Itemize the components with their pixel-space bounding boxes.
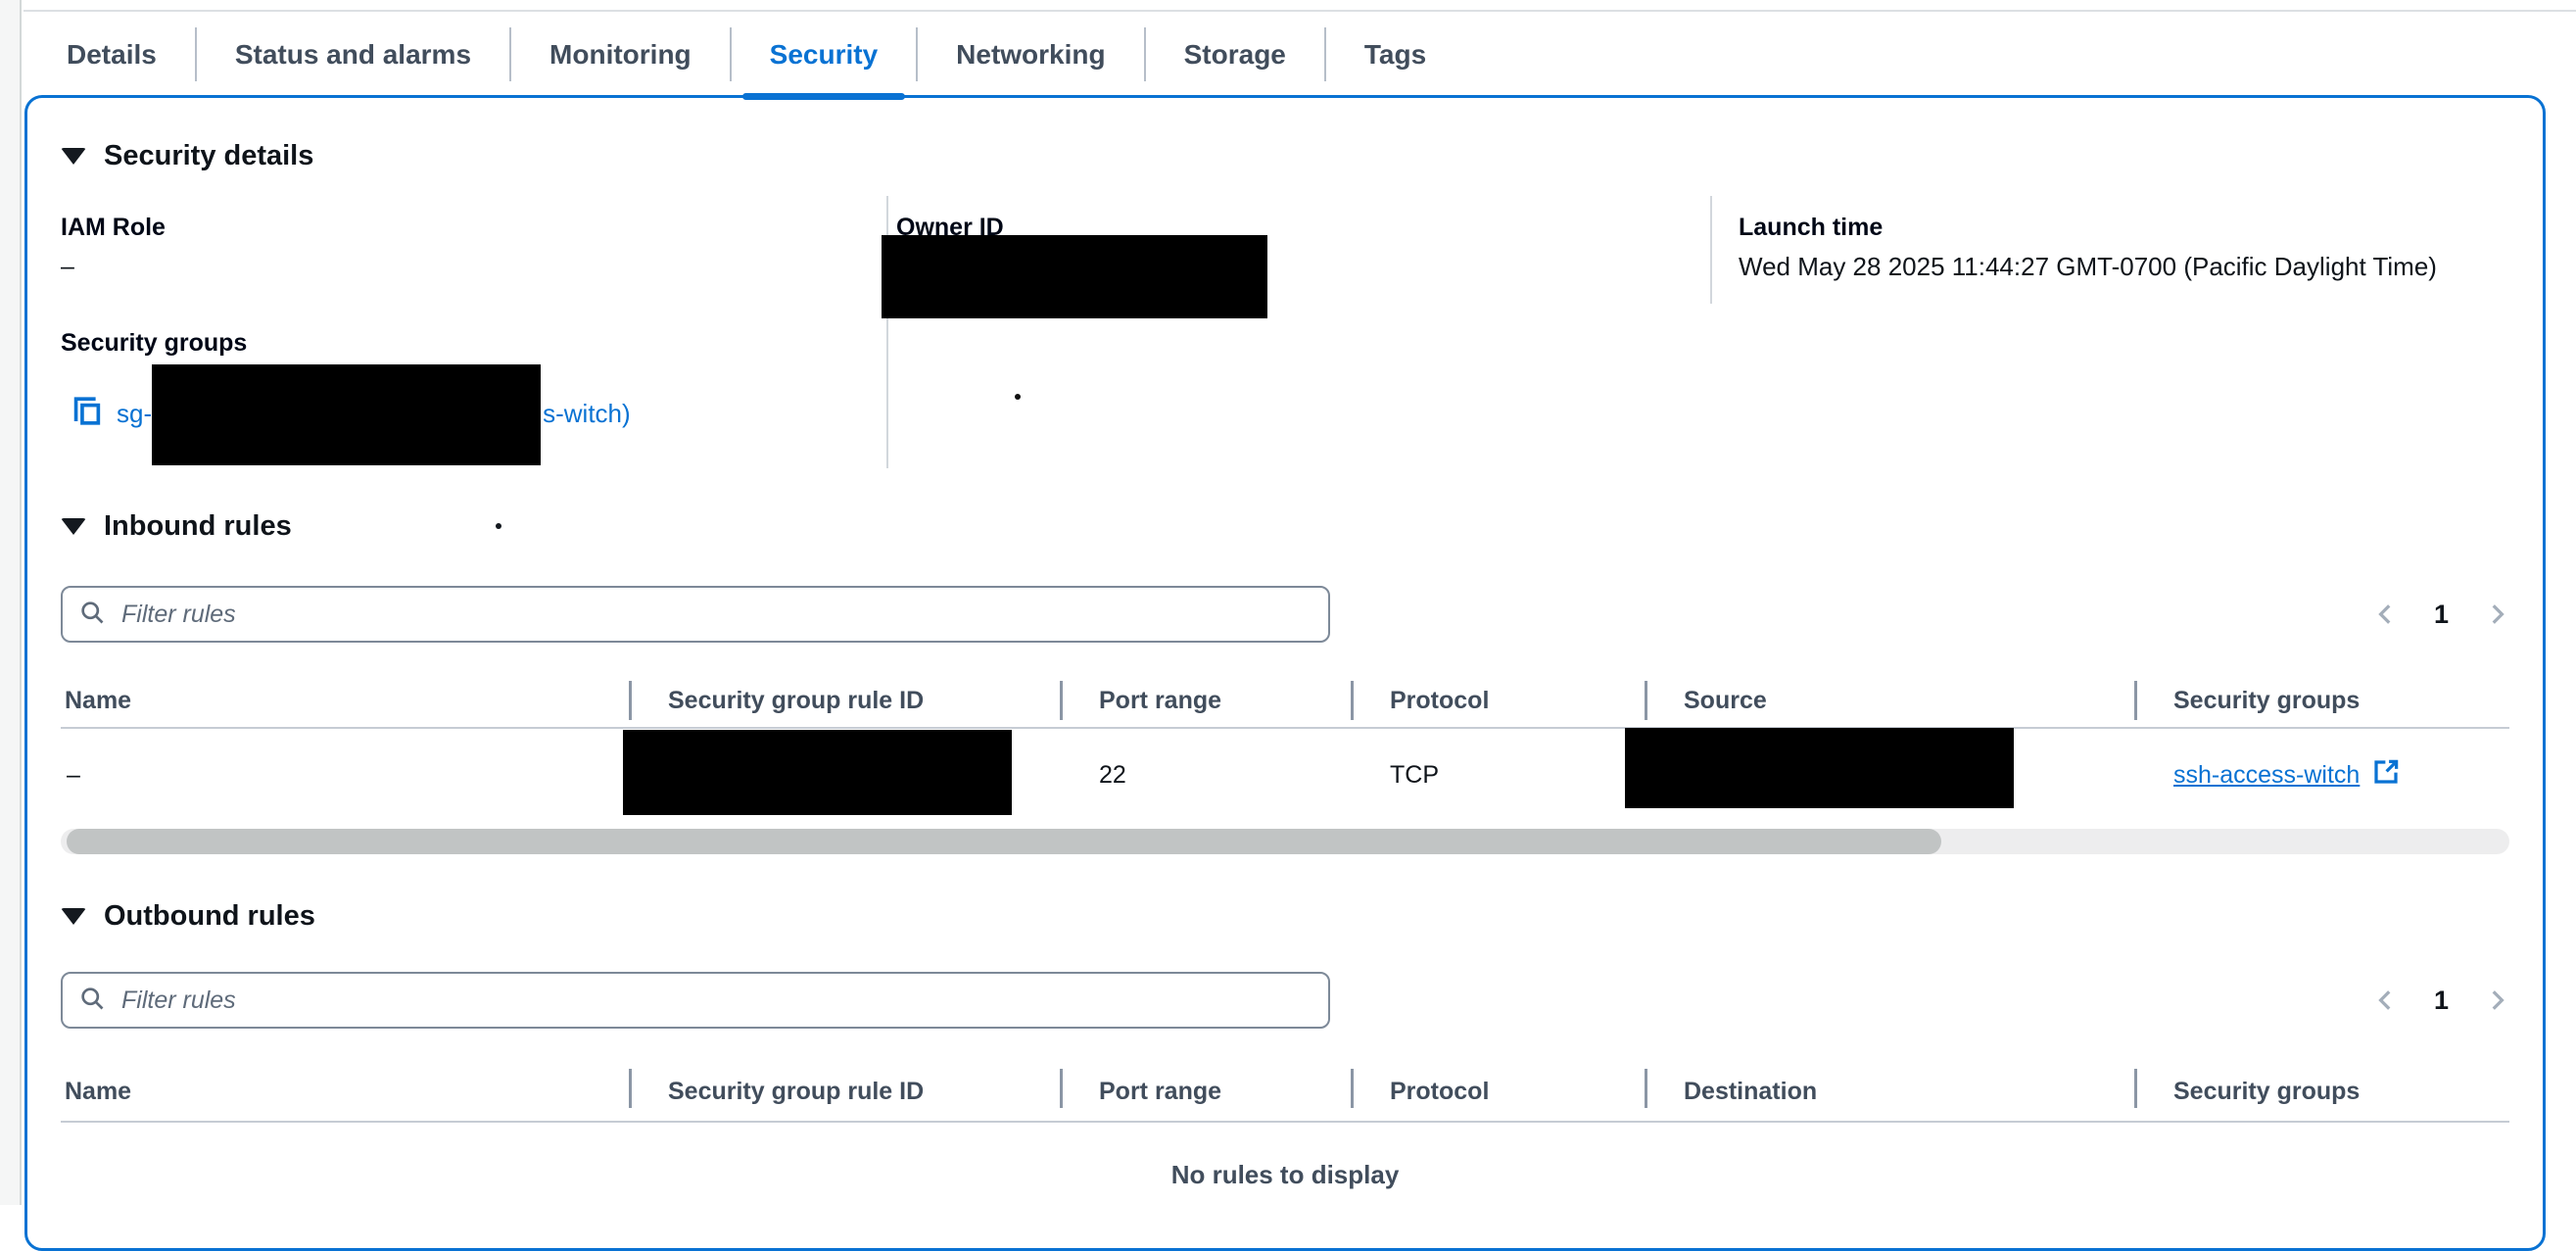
column-header-security-groups: Security groups [2134, 674, 2509, 727]
redaction-dot [495, 523, 501, 529]
cell-protocol: TCP [1390, 760, 1439, 789]
column-divider [886, 196, 888, 468]
column-header-destination: Destination [1645, 1062, 2134, 1121]
section-title: Security details [104, 140, 314, 171]
column-header-name: Name [65, 686, 132, 714]
redaction-dot [1015, 394, 1021, 400]
security-group-link-prefix[interactable]: sg- [117, 398, 153, 428]
page-left-gutter [0, 0, 22, 1205]
previous-page-icon[interactable] [2373, 987, 2399, 1013]
column-header-protocol: Protocol [1351, 1062, 1645, 1121]
outbound-table-header: Name Security group rule ID Port range P… [61, 1062, 2509, 1123]
scrollbar-thumb[interactable] [67, 829, 1941, 854]
next-page-icon[interactable] [2484, 987, 2509, 1013]
collapse-caret-icon[interactable] [61, 517, 86, 535]
inbound-table-header: Name Security group rule ID Port range P… [61, 674, 2509, 729]
tab-networking[interactable]: Networking [916, 13, 1144, 96]
inbound-rules-table: Name Security group rule ID Port range P… [61, 674, 2509, 821]
page-number[interactable]: 1 [2433, 985, 2449, 1015]
copy-icon[interactable] [72, 394, 102, 434]
security-details-header: Security details [61, 139, 2509, 172]
redacted-source [1625, 728, 2014, 808]
column-header-source: Source [1645, 674, 2134, 727]
tab-security[interactable]: Security [729, 13, 918, 100]
horizontal-scrollbar [61, 829, 2509, 854]
table-row: – 22 TCP ssh-access-witch [61, 729, 2509, 821]
tab-label: Networking [956, 38, 1106, 70]
column-header-port-range: Port range [1060, 674, 1351, 727]
inbound-rules-header: Inbound rules [61, 509, 2509, 543]
tab-storage[interactable]: Storage [1143, 13, 1325, 96]
empty-table-message: No rules to display [1170, 1160, 1400, 1189]
column-header-rule-id: Security group rule ID [629, 1062, 1060, 1121]
tab-monitoring[interactable]: Monitoring [509, 13, 731, 96]
column-divider [1710, 196, 1712, 304]
security-group-row: sg- s-witch) [61, 392, 844, 435]
outbound-rules-header: Outbound rules [61, 899, 2509, 933]
search-icon [78, 985, 106, 1017]
tab-status-and-alarms[interactable]: Status and alarms [194, 13, 510, 96]
cell-port-range: 22 [1099, 760, 1126, 789]
section-title: Outbound rules [104, 900, 315, 932]
inbound-filter-input[interactable] [119, 599, 1312, 630]
section-title: Inbound rules [104, 510, 292, 542]
column-header-security-groups: Security groups [2134, 1062, 2509, 1121]
security-groups-label: Security groups [61, 329, 248, 357]
tab-bar: Details Status and alarms Monitoring Sec… [27, 13, 1465, 100]
outbound-pagination: 1 [2373, 986, 2509, 1016]
details-column-1: IAM Role – Security groups sg- s-witch) [61, 196, 844, 435]
inbound-filter-box [61, 586, 1330, 643]
iam-role-value: – [61, 253, 74, 280]
tab-label: Monitoring [549, 38, 692, 70]
external-link-icon [2371, 757, 2401, 794]
security-tab-panel: Security details IAM Role – Security gro… [24, 95, 2546, 1251]
tab-label: Security [769, 38, 879, 70]
tab-label: Tags [1363, 38, 1427, 70]
tab-label: Status and alarms [234, 38, 472, 70]
column-header-protocol: Protocol [1351, 674, 1645, 727]
iam-role-label: IAM Role [61, 214, 166, 241]
redacted-security-group-id [152, 364, 541, 465]
top-divider [24, 10, 2576, 12]
cell-name: – [67, 760, 80, 789]
outbound-rules-table: Name Security group rule ID Port range P… [61, 1062, 2509, 1190]
launch-time-value: Wed May 28 2025 11:44:27 GMT-0700 (Pacif… [1739, 252, 2437, 281]
column-header-port-range: Port range [1060, 1062, 1351, 1121]
tab-details[interactable]: Details [27, 13, 196, 96]
security-group-rule-link[interactable]: ssh-access-witch [2173, 760, 2361, 789]
cell-security-groups: ssh-access-witch [2134, 757, 2509, 794]
tab-label: Storage [1183, 38, 1286, 70]
outbound-toolbar: 1 [61, 972, 2509, 1029]
redacted-rule-id [623, 730, 1012, 815]
security-group-link-suffix[interactable]: s-witch) [543, 398, 631, 428]
page-number[interactable]: 1 [2433, 599, 2449, 629]
collapse-caret-icon[interactable] [61, 147, 86, 165]
launch-time-label: Launch time [1739, 214, 1884, 241]
search-icon [78, 599, 106, 631]
inbound-toolbar: 1 [61, 586, 2509, 643]
previous-page-icon[interactable] [2373, 601, 2399, 627]
collapse-caret-icon[interactable] [61, 907, 86, 925]
next-page-icon[interactable] [2484, 601, 2509, 627]
outbound-filter-box [61, 972, 1330, 1029]
security-details-grid: IAM Role – Security groups sg- s-witch) … [61, 196, 2509, 470]
inbound-pagination: 1 [2373, 600, 2509, 630]
tab-tags[interactable]: Tags [1323, 13, 1465, 96]
tab-label: Details [67, 38, 157, 70]
redacted-owner-id [882, 235, 1267, 318]
column-header-name: Name [65, 1077, 132, 1105]
details-column-3: Launch time Wed May 28 2025 11:44:27 GMT… [1739, 196, 2512, 282]
outbound-filter-input[interactable] [119, 985, 1312, 1016]
column-header-rule-id: Security group rule ID [629, 674, 1060, 727]
